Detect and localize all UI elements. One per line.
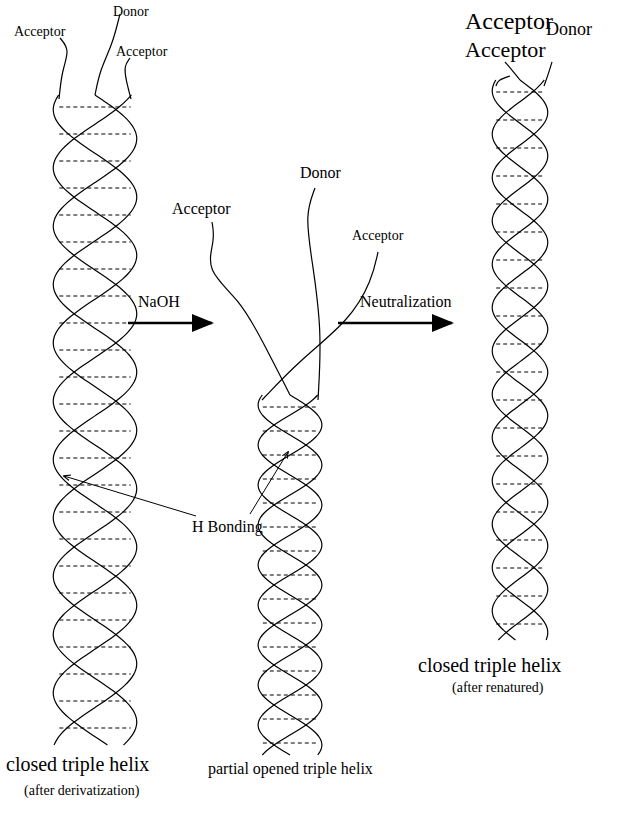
- hydrogen-bond: [59, 647, 130, 648]
- hydrogen-bond: [496, 148, 544, 149]
- helix-strand: [53, 95, 136, 745]
- hydrogen-bond: [59, 134, 130, 135]
- hydrogen-bond: [59, 512, 130, 513]
- caption-note: (after derivatization): [24, 783, 139, 798]
- helix-strand: [258, 395, 322, 755]
- hydrogen-bond: [263, 479, 317, 480]
- caption-label: closed triple helix: [418, 654, 561, 676]
- hydrogen-bond: [59, 161, 130, 162]
- hydrogen-bond: [496, 260, 544, 261]
- hydrogen-bond: [59, 215, 130, 216]
- callout-label: H Bonding: [192, 518, 263, 536]
- hydrogen-bond: [263, 551, 317, 552]
- hydrogen-bond: [59, 377, 130, 378]
- hydrogen-bond: [496, 624, 544, 625]
- hydrogen-bond: [59, 566, 130, 567]
- helix-strand: [258, 395, 322, 755]
- hydrogen-bond: [59, 188, 130, 189]
- strand-end: [125, 58, 131, 99]
- caption-note: (after renatured): [452, 680, 543, 695]
- strand-end: [544, 62, 552, 86]
- hydrogen-bond: [496, 120, 544, 121]
- hydrogen-bond: [59, 593, 130, 594]
- hydrogen-bond: [59, 242, 130, 243]
- strand-label: Acceptor: [352, 228, 403, 243]
- hydrogen-bond: [59, 350, 130, 351]
- caption-label: closed triple helix: [6, 753, 149, 775]
- strand-label: Donor: [546, 20, 592, 40]
- hydrogen-bond: [496, 92, 544, 93]
- hydrogen-bond: [496, 344, 544, 345]
- hydrogen-bond: [263, 431, 317, 432]
- strand-end: [210, 222, 290, 395]
- strand-label: Acceptor: [172, 200, 231, 218]
- strand-label: Acceptor: [14, 24, 65, 39]
- helix-strand: [53, 95, 136, 745]
- hydrogen-bond: [496, 204, 544, 205]
- strand-label: Donor: [300, 164, 341, 182]
- reaction-arrow: [338, 322, 452, 325]
- hydrogen-bond: [496, 568, 544, 569]
- hydrogen-bond: [496, 316, 544, 317]
- strand-label: Acceptor: [465, 8, 553, 34]
- hydrogen-bond: [263, 671, 317, 672]
- strand-label: Donor: [113, 4, 149, 19]
- step-label: Neutralization: [360, 293, 452, 311]
- hydrogen-bond: [496, 512, 544, 513]
- hydrogen-bond: [59, 728, 130, 729]
- hydrogen-bond: [496, 400, 544, 401]
- helix-strand: [492, 80, 548, 640]
- strand-end: [496, 76, 510, 86]
- hydrogen-bond: [59, 296, 130, 297]
- hydrogen-bond: [59, 431, 130, 432]
- helix-strand: [258, 395, 322, 755]
- helix-strand: [492, 80, 548, 640]
- strand-end: [308, 188, 320, 400]
- hydrogen-bond: [263, 719, 317, 720]
- hydrogen-bond: [496, 540, 544, 541]
- hydrogen-bond: [496, 596, 544, 597]
- helix-strand: [492, 80, 548, 640]
- hydrogen-bond: [263, 599, 317, 600]
- hydrogen-bond: [59, 323, 130, 324]
- helix-strand: [53, 95, 136, 745]
- strand-label: Acceptor: [465, 38, 546, 62]
- strand-label: Acceptor: [116, 44, 167, 59]
- hydrogen-bond: [496, 428, 544, 429]
- strand-end: [59, 38, 67, 99]
- hydrogen-bond: [59, 539, 130, 540]
- hydrogen-bond: [59, 458, 130, 459]
- reagent-label: NaOH: [138, 293, 180, 311]
- hydrogen-bond: [59, 674, 130, 675]
- hydrogen-bond: [59, 701, 130, 702]
- caption-label: partial opened triple helix: [208, 760, 373, 778]
- strand-end: [262, 252, 378, 400]
- hydrogen-bond: [496, 372, 544, 373]
- reaction-arrow: [128, 322, 212, 325]
